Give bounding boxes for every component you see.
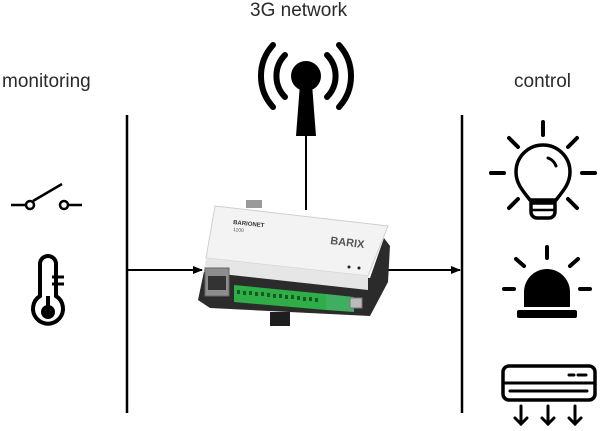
air-conditioner-icon [501,364,597,427]
network-label: 3G network [250,0,348,21]
power-terminal [349,297,363,309]
alarm-beacon-icon [502,245,592,318]
device-brand: BARIX [330,235,366,251]
switch-icon [11,182,82,211]
device-model-number: 1100 [233,227,245,234]
monitoring-label: monitoring [2,71,91,92]
din-rail-clip [270,312,290,326]
barionet-device: BARIONET 1100 BARIX [198,200,390,326]
thermometer-icon [31,254,65,326]
control-label: control [514,71,572,92]
usb-port [246,200,262,208]
antenna-icon [258,42,354,136]
device-model-name: BARIONET [233,220,265,229]
lightbulb-icon [489,120,597,220]
